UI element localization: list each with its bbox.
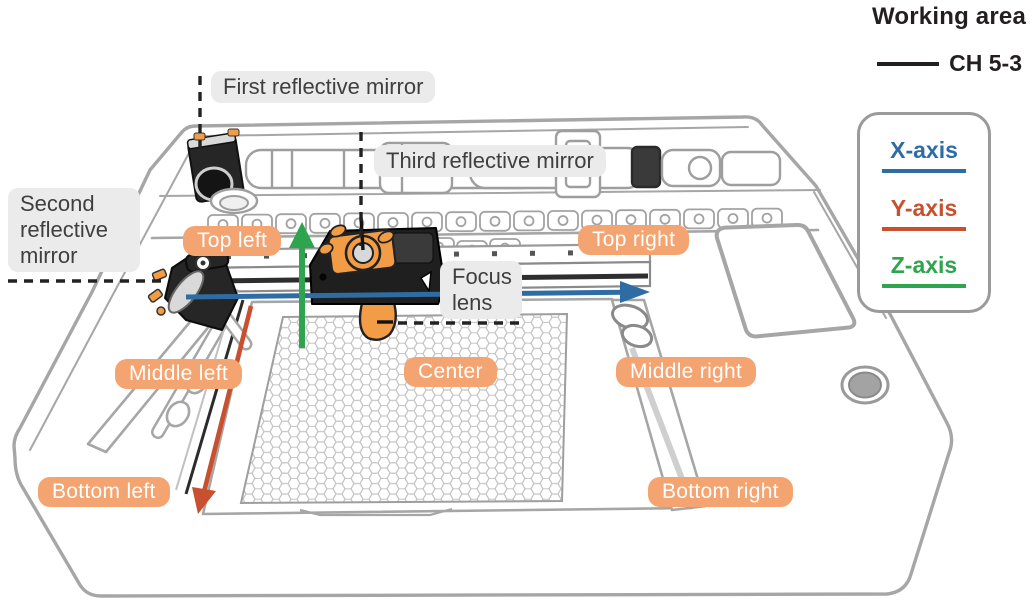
first-mirror (186, 128, 259, 215)
position-label-bottom-left: Bottom left (38, 477, 170, 507)
lid-window (714, 222, 857, 339)
model-legend: CH 5-3 (877, 50, 1022, 77)
position-label-bottom-right: Bottom right (648, 477, 793, 507)
z-axis-label: Z-axis (890, 252, 958, 279)
laser-head (309, 216, 446, 341)
axis-legend-box: X-axis Y-axis Z-axis (857, 112, 991, 313)
legend-entry-x: X-axis (882, 137, 966, 173)
y-axis-swatch (882, 226, 966, 231)
model-keyline (877, 61, 940, 66)
power-button (840, 365, 890, 405)
work-bed (201, 297, 694, 517)
z-axis-arrow (289, 222, 315, 348)
honeycomb-panel (239, 312, 569, 505)
x-axis-label: X-axis (890, 136, 958, 163)
legend-entry-z: Z-axis (882, 252, 966, 289)
legend-entry-y: Y-axis (882, 195, 966, 231)
y-axis-arrow (192, 305, 254, 514)
second-mirror-label: Second reflective mirror (8, 188, 140, 272)
z-axis-swatch (882, 284, 966, 289)
third-mirror-label: Third reflective mirror (374, 145, 606, 177)
position-label-middle-left: Middle left (115, 359, 243, 389)
x-axis-arrow (185, 281, 650, 303)
page-title: Working area (871, 3, 1026, 30)
x-axis-swatch (882, 168, 966, 173)
focus-lens-label: Focus lens (440, 261, 522, 319)
position-label-top-right: Top right (578, 225, 690, 255)
position-label-center: Center (404, 357, 497, 387)
position-label-top-left: Top left (183, 226, 282, 256)
y-axis-label: Y-axis (890, 194, 958, 221)
position-label-middle-right: Middle right (616, 357, 757, 387)
model-label: CH 5-3 (949, 50, 1022, 76)
first-mirror-label: First reflective mirror (211, 71, 436, 103)
